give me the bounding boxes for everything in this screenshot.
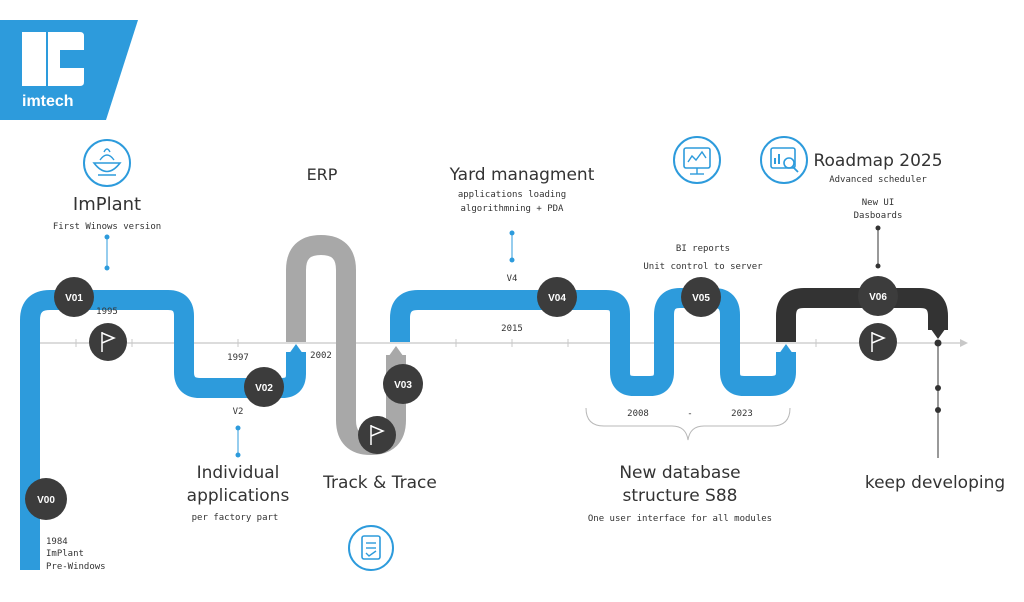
year-dash: -	[687, 409, 692, 419]
year-2015: 2015	[501, 324, 523, 334]
track-title: Track & Trace	[322, 473, 437, 493]
node-v05: V05	[681, 277, 721, 317]
flag-icon	[89, 323, 127, 361]
svg-text:V00: V00	[37, 495, 55, 506]
individual-sub: per factory part	[192, 513, 279, 523]
node-v02: V02	[244, 367, 284, 407]
axis-ticks	[75, 339, 871, 347]
year-1997: 1997	[227, 353, 249, 363]
node-v06: V06	[858, 276, 898, 316]
years-brace	[585, 407, 791, 441]
implant-title: ImPlant	[73, 194, 141, 215]
path-arrow-gray-1	[336, 324, 356, 338]
svg-text:V03: V03	[394, 380, 412, 391]
svg-text:V06: V06	[869, 292, 887, 303]
database-title-1: New database	[619, 463, 740, 483]
roadmap-line-2: Dasboards	[854, 211, 903, 221]
bi-line-1: BI reports	[676, 244, 730, 254]
svg-text:V01: V01	[65, 293, 83, 304]
path-segment-gray	[286, 234, 406, 456]
imtech-logo-icon	[22, 32, 84, 86]
axis-arrow	[960, 339, 968, 347]
database-title-2: structure S88	[623, 486, 738, 506]
node-v01: V01	[54, 277, 94, 317]
roadmap-sub: Advanced scheduler	[829, 175, 927, 185]
path-arrow-4	[654, 342, 674, 356]
individual-title-1: Individual	[197, 463, 280, 483]
svg-text:V04: V04	[548, 293, 566, 304]
flag-icon	[358, 416, 396, 454]
path-arrow-dark	[928, 325, 948, 339]
magnifier-chart-icon	[760, 136, 808, 184]
svg-text:V02: V02	[255, 383, 273, 394]
path-arrow-3	[610, 325, 630, 339]
year-2002: 2002	[310, 351, 332, 361]
node-v00: V00	[25, 478, 67, 520]
year-2008: 2008	[627, 409, 649, 419]
year-1995: 1995	[96, 307, 118, 317]
path-arrow-gray-2	[386, 346, 406, 360]
year-2023: 2023	[731, 409, 753, 419]
bowl-icon	[83, 139, 131, 187]
origin-line-3: Pre-Windows	[46, 562, 106, 572]
svg-text:V05: V05	[692, 293, 710, 304]
bi-line-2: Unit control to server	[643, 262, 763, 272]
database-sub: One user interface for all modules	[588, 514, 772, 524]
yard-sub-1: applications loading	[458, 190, 566, 200]
connectors	[104, 225, 881, 458]
logo-text: imtech	[22, 93, 74, 110]
node-v03: V03	[383, 364, 423, 404]
origin-line-2: ImPlant	[46, 549, 84, 559]
keep-developing: keep developing	[865, 473, 1005, 493]
origin-line-1: 1984	[46, 537, 68, 547]
roadmap-line-1: New UI	[862, 198, 895, 208]
path-segment-2	[390, 288, 796, 396]
path-arrow-1	[174, 325, 194, 339]
path-segment-1	[20, 290, 306, 398]
path-arrow-5	[720, 325, 740, 339]
dashboard-icon	[673, 136, 721, 184]
node-v04: V04	[537, 277, 577, 317]
version-v4: V4	[507, 274, 518, 284]
path-origin-segment	[20, 345, 40, 570]
erp-title: ERP	[307, 165, 338, 184]
path-arrow-6	[776, 344, 796, 358]
flag-icon	[859, 323, 897, 361]
version-v2: V2	[233, 407, 244, 417]
yard-sub-2: algorithmning + PDA	[461, 204, 565, 214]
path-arrow-2	[286, 344, 306, 358]
individual-title-2: applications	[187, 486, 290, 506]
yard-title: Yard managment	[449, 165, 595, 185]
implant-sub: First Winows version	[53, 222, 161, 232]
roadmap-title: Roadmap 2025	[813, 151, 942, 171]
clipboard-check-icon	[348, 525, 394, 571]
